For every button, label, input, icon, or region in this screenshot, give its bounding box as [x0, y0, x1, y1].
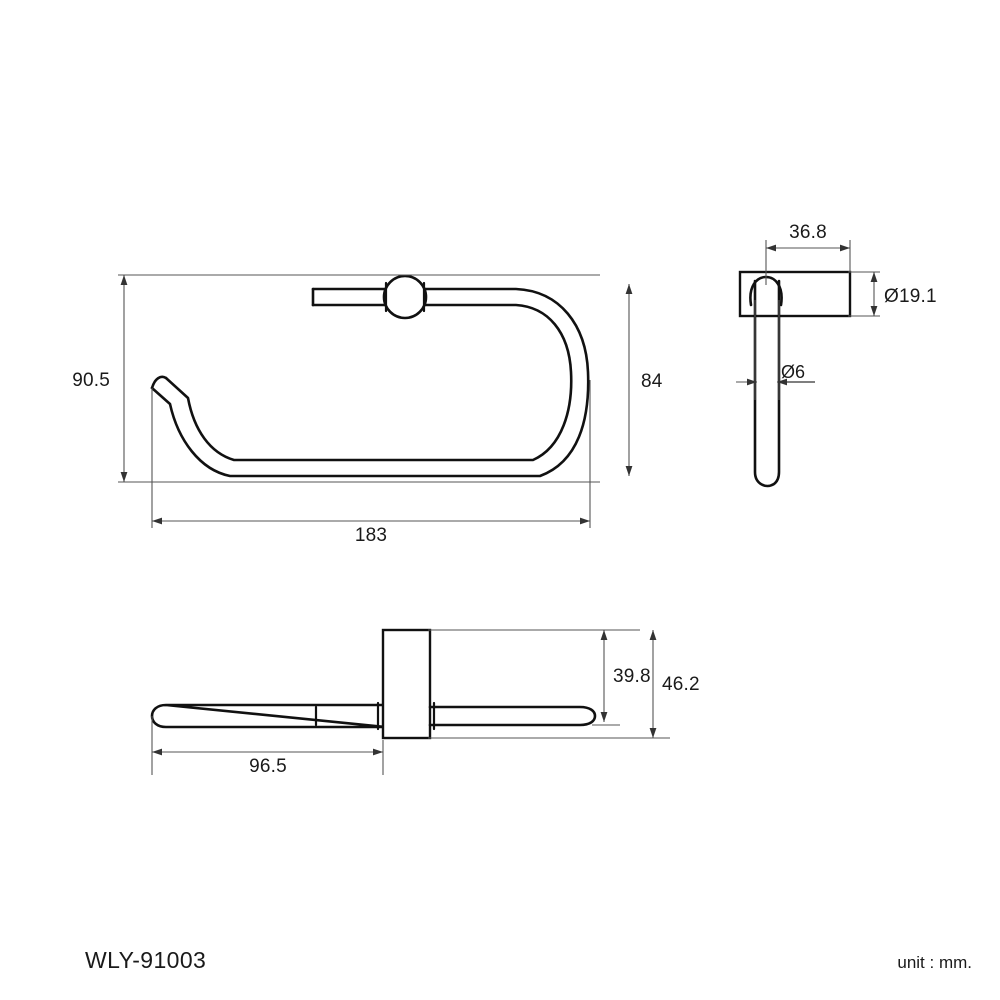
- ring-left-tip-cap: [150, 375, 168, 390]
- plan-arm-left-outline: [150, 703, 387, 729]
- dimension-39-8: 39.8: [428, 629, 651, 726]
- dim-label-183: 183: [355, 525, 387, 546]
- plan-mounting-block: [381, 628, 432, 740]
- model-code-label: WLY-91003: [85, 947, 207, 973]
- front-elevation-view: 90.5 84 183: [72, 274, 663, 546]
- dimension-84: 84: [625, 284, 663, 476]
- dimension-96-5: 96.5: [151, 716, 384, 777]
- plan-arm-right-outline: [428, 705, 597, 727]
- ring-inner-profile: [164, 303, 573, 462]
- wall-plate-body: [738, 270, 852, 318]
- mounting-boss-circle: [382, 274, 428, 320]
- dim-label-46-2: 46.2: [662, 674, 700, 695]
- top-plan-view: 96.5 39.8 46.2: [150, 628, 700, 777]
- dimension-46-2: 46.2: [428, 630, 700, 739]
- side-rod-outline: [753, 279, 781, 488]
- dim-label-96-5: 96.5: [249, 756, 287, 777]
- dim-label-dia-19-1: Ø19.1: [884, 286, 937, 307]
- dim-label-36-8: 36.8: [789, 222, 827, 243]
- dimension-183: 183: [151, 380, 591, 546]
- dim-label-39-8: 39.8: [613, 666, 651, 687]
- dim-label-90-5: 90.5: [72, 370, 110, 391]
- dim-label-dia-6: Ø6: [781, 362, 805, 382]
- unit-note-label: unit : mm.: [897, 953, 972, 972]
- side-elevation-view: 36.8 Ø19.1 Ø6: [736, 222, 937, 488]
- dimension-90-5: 90.5: [72, 274, 600, 483]
- ring-outer-profile: [150, 287, 590, 478]
- dimension-dia-6: Ø6: [736, 300, 815, 400]
- dimension-36-8: 36.8: [765, 222, 851, 285]
- dimension-dia-19-1: Ø19.1: [848, 271, 937, 317]
- dim-label-84: 84: [641, 371, 663, 392]
